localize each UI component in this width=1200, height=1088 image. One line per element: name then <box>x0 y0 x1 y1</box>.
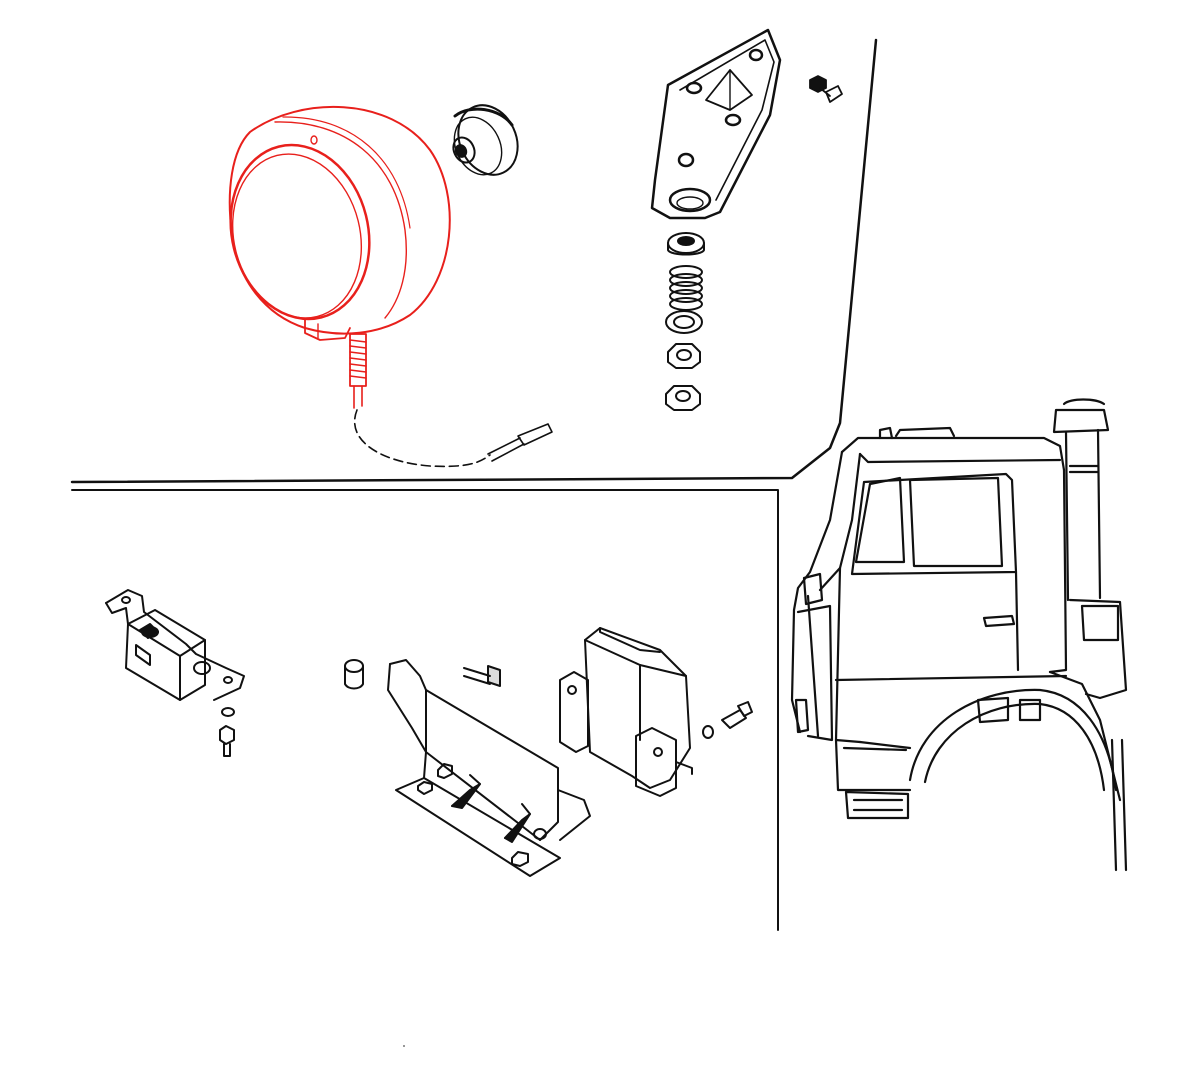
truck-cab[interactable] <box>790 398 1128 872</box>
rubber-grommet[interactable] <box>445 96 528 185</box>
washer-icon <box>667 232 705 256</box>
mounting-bracket[interactable] <box>650 28 782 220</box>
module-bracket[interactable] <box>344 659 591 877</box>
stray-mark <box>403 1045 405 1047</box>
spring-icon <box>669 265 703 311</box>
nut-icon <box>667 343 701 369</box>
bolt-icon[interactable] <box>809 75 843 103</box>
washer-stack[interactable] <box>665 232 705 411</box>
spot-lamp[interactable] <box>213 105 451 409</box>
washer-icon-lower <box>665 310 703 334</box>
nut-icon-lower <box>665 385 701 411</box>
control-module[interactable] <box>559 627 753 797</box>
section-divider-lines <box>70 38 878 931</box>
relay-bracket[interactable] <box>105 589 245 757</box>
lamp-cable <box>353 409 553 468</box>
